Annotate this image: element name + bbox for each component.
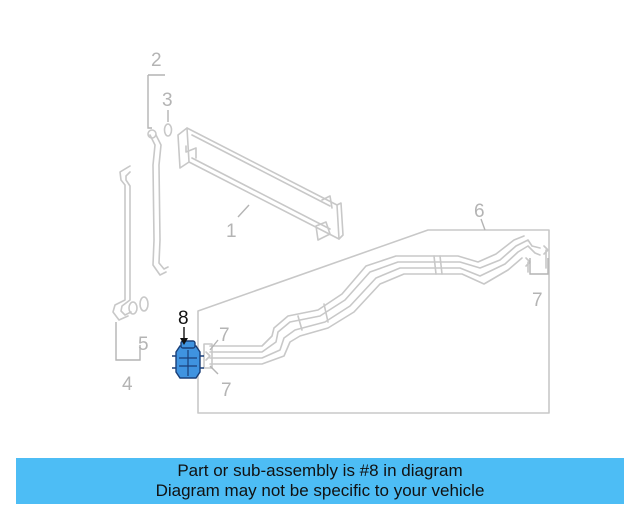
callout-7-top: 7 [219,325,230,346]
cooler-line-part-2[interactable] [147,129,169,276]
cooler-hose-assembly-part-6[interactable] [197,229,550,414]
cooler-line-part-4[interactable] [112,165,138,321]
leader-lines [115,74,549,375]
callout-4: 4 [122,374,133,395]
info-banner: Part or sub-assembly is #8 in diagram Di… [16,458,624,504]
banner-line-2: Diagram may not be specific to your vehi… [155,481,485,500]
callout-6: 6 [474,201,485,222]
o-ring-part-3[interactable] [163,123,173,137]
banner-line-1: Part or sub-assembly is #8 in diagram [177,461,463,480]
callout-7-right: 7 [532,290,543,311]
callout-7-bottom: 7 [221,380,232,401]
fitting-part-8-highlighted[interactable] [172,340,204,379]
callout-2: 2 [151,50,162,71]
callout-3: 3 [162,90,173,111]
callout-1: 1 [226,221,237,242]
callout-8: 8 [178,308,189,329]
callout-5: 5 [138,334,149,355]
oil-cooler-part-1[interactable] [177,127,344,241]
o-ring-part-5[interactable] [139,296,149,312]
parts-diagram: 1 2 3 4 5 6 7 7 7 8 [112,50,550,414]
